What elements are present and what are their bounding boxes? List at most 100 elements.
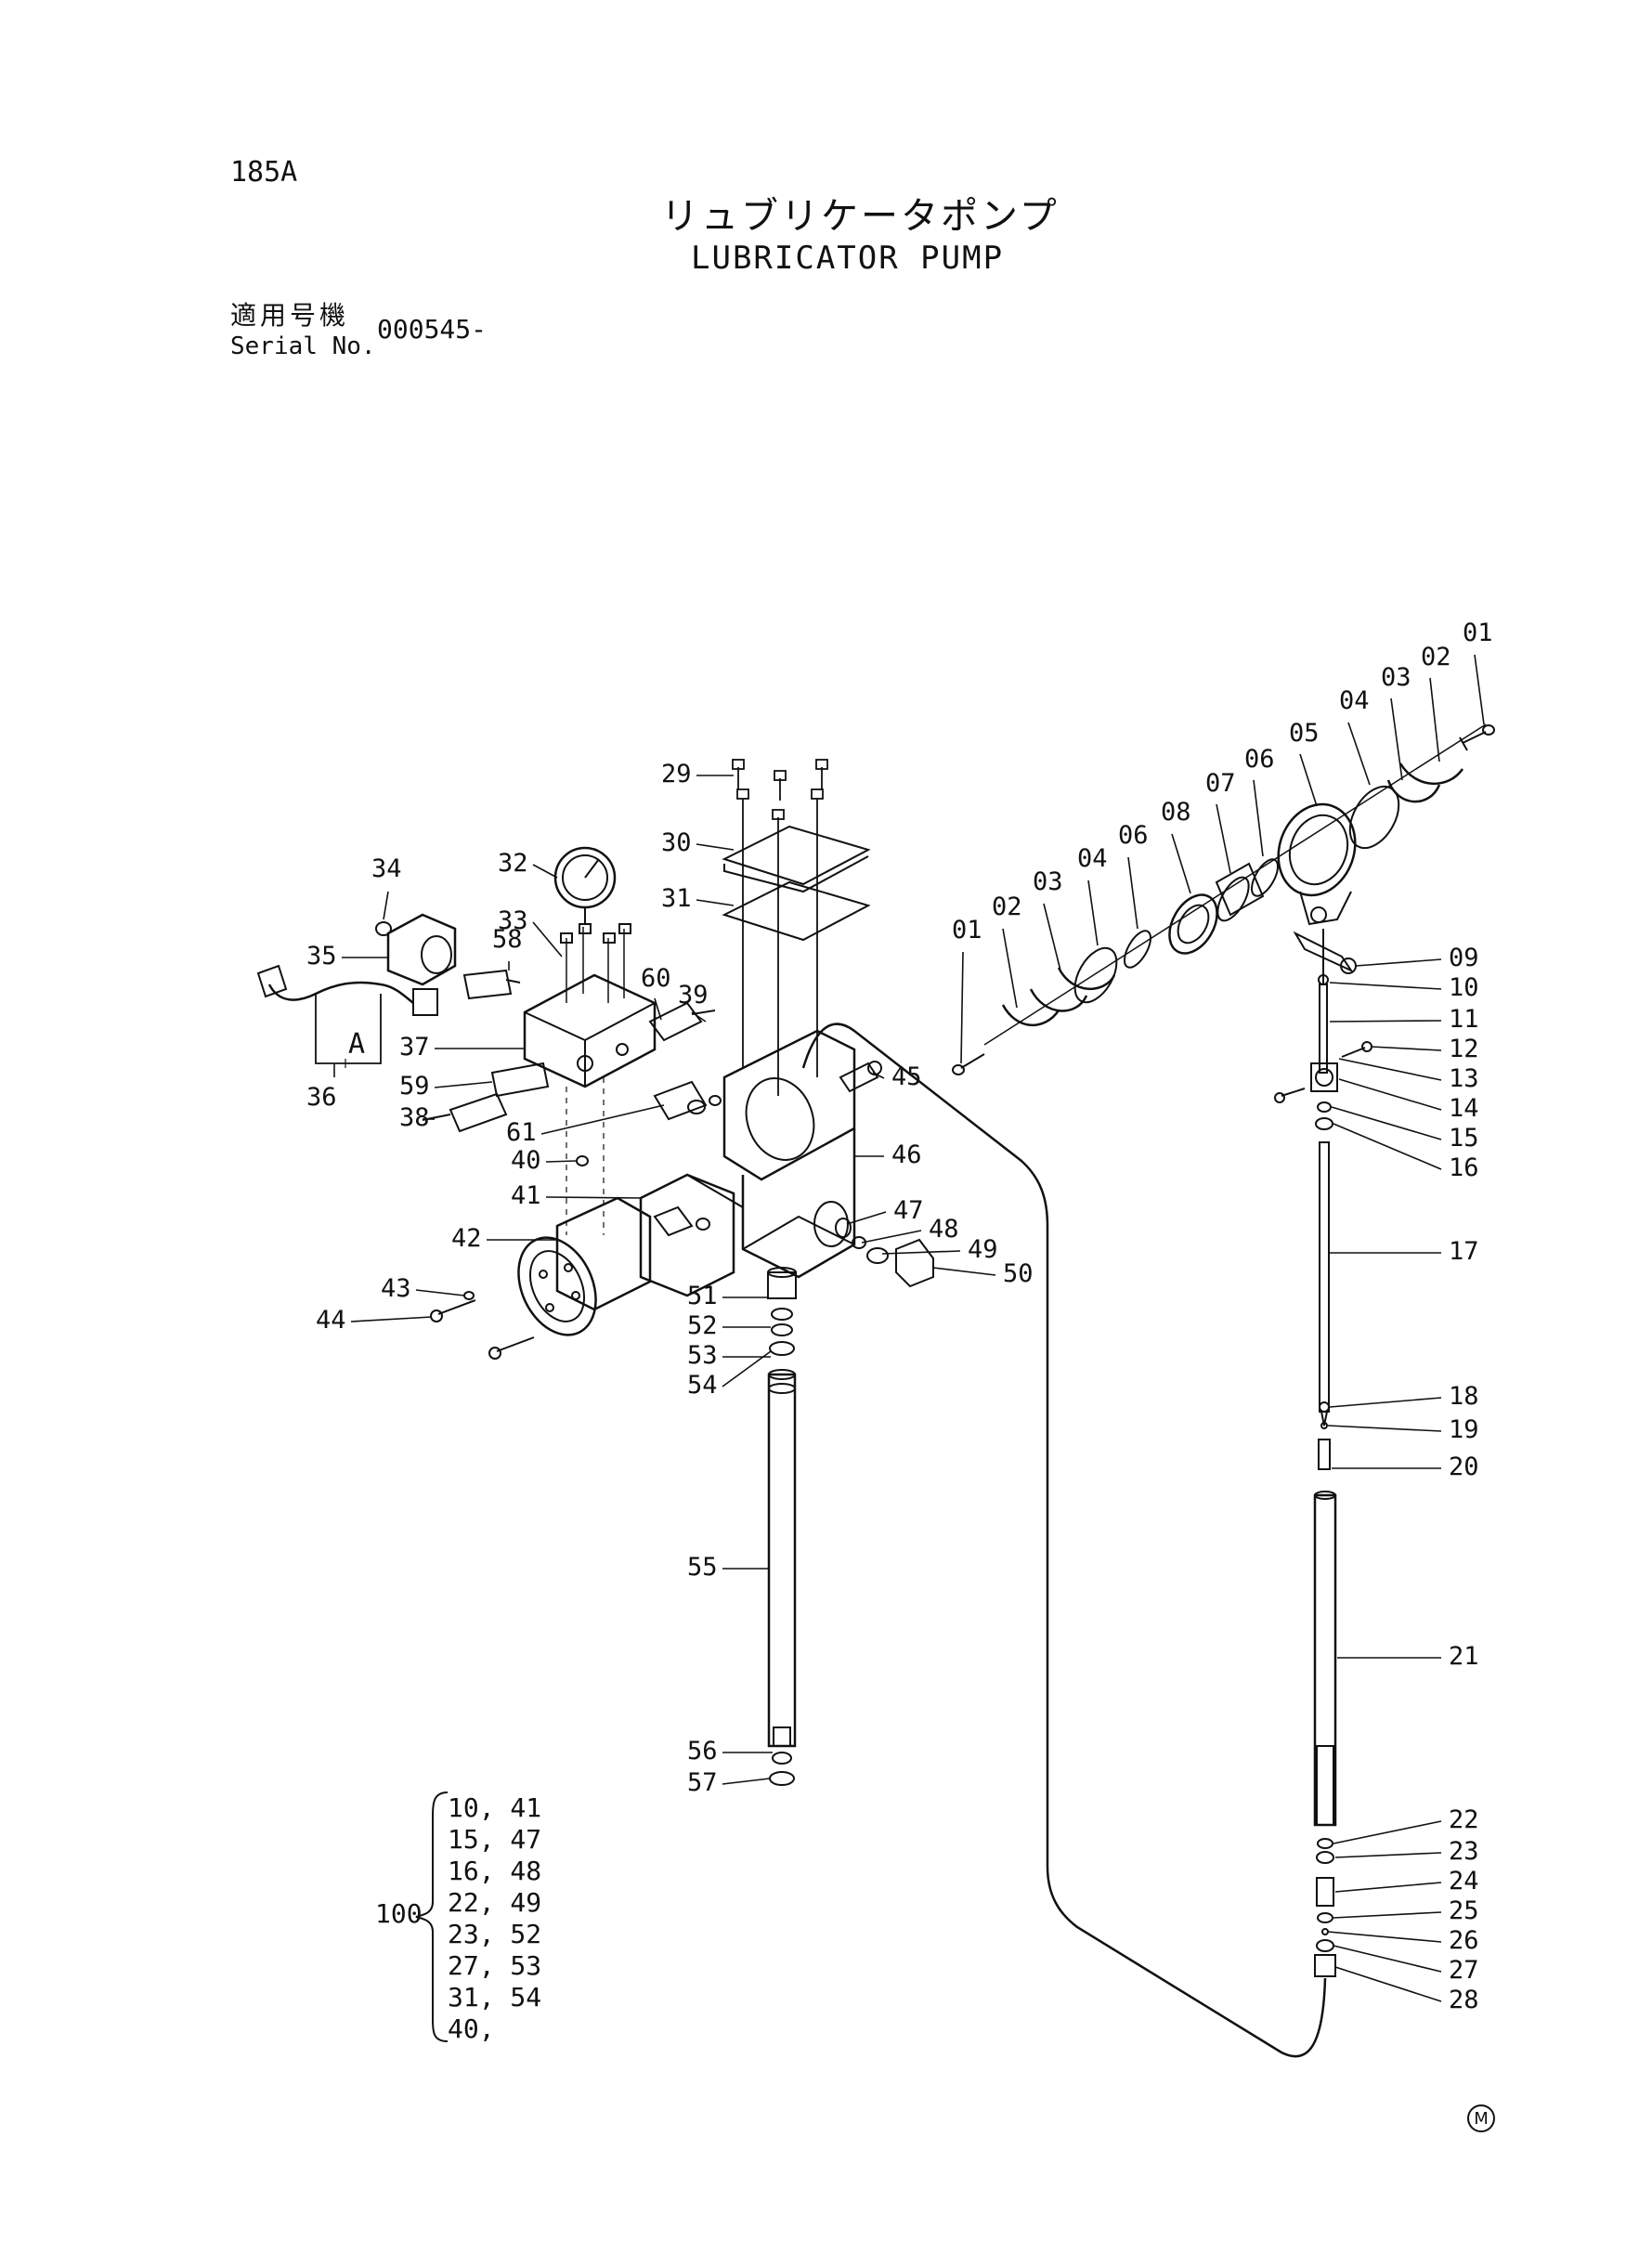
- kit-brace: [415, 1791, 449, 2042]
- callout-labels: 0101020203030404050606070809101112131415…: [306, 619, 1493, 2014]
- callout-leader-03: [1390, 697, 1403, 781]
- callout-leader-43: [415, 1289, 465, 1296]
- valve-block-assembly: [256, 846, 657, 1235]
- callout-label-18: 18: [1449, 1382, 1479, 1411]
- kit-line: 31, 54: [448, 1982, 542, 2013]
- callout-label-35: 35: [306, 942, 337, 971]
- callout-label-25: 25: [1449, 1896, 1479, 1925]
- callout-leader-49: [881, 1250, 961, 1255]
- callout-leaders: [333, 654, 1485, 2002]
- callout-leader-19: [1327, 1425, 1442, 1432]
- callout-leader-61: [540, 1104, 665, 1135]
- callout-leader-04: [1087, 879, 1099, 946]
- callout-leader-27: [1333, 1945, 1442, 1973]
- callout-label-32: 32: [498, 849, 528, 878]
- callout-leader-22: [1333, 1820, 1442, 1844]
- page-code: 185A: [230, 156, 298, 189]
- callout-label-03: 03: [1381, 663, 1411, 692]
- callout-label-10: 10: [1449, 973, 1479, 1002]
- callout-leader-23: [1334, 1852, 1442, 1858]
- callout-leader-08: [1171, 833, 1191, 894]
- callout-leader-50: [932, 1267, 996, 1276]
- callout-leader-57: [722, 1778, 771, 1785]
- kit-line: 15, 47: [448, 1824, 542, 1855]
- callout-label-19: 19: [1449, 1415, 1479, 1444]
- serial-number-value: 000545-: [377, 314, 488, 345]
- callout-label-39: 39: [678, 981, 709, 1010]
- view-label-a: A: [348, 1028, 365, 1061]
- callout-leader-04: [1347, 722, 1371, 786]
- plunger-column: [1274, 929, 1372, 1977]
- callout-label-51: 51: [687, 1282, 718, 1310]
- callout-label-47: 47: [893, 1196, 924, 1225]
- kit-line: 10, 41: [448, 1792, 542, 1823]
- callout-label-02: 02: [1421, 643, 1451, 671]
- callout-label-54: 54: [687, 1371, 718, 1400]
- callout-label-44: 44: [316, 1306, 346, 1335]
- callout-leader-05: [1299, 753, 1318, 807]
- grease-hose: [801, 1023, 1327, 2058]
- callout-leader-40: [545, 1160, 577, 1163]
- callout-leader-45: [872, 1072, 885, 1079]
- callout-label-21: 21: [1449, 1642, 1479, 1671]
- serial-label-english: Serial No.: [230, 332, 376, 360]
- callout-label-41: 41: [511, 1181, 541, 1210]
- callout-label-24: 24: [1449, 1867, 1479, 1896]
- callout-label-03: 03: [1033, 867, 1063, 896]
- callout-label-06: 06: [1118, 821, 1149, 850]
- callout-label-09: 09: [1449, 944, 1479, 972]
- callout-leader-44: [350, 1316, 433, 1322]
- callout-label-60: 60: [641, 964, 671, 993]
- callout-leader-34: [383, 891, 389, 920]
- callout-label-23: 23: [1449, 1837, 1479, 1866]
- callout-label-48: 48: [929, 1215, 959, 1244]
- callout-label-27: 27: [1449, 1956, 1479, 1985]
- callout-leader-41: [545, 1196, 642, 1199]
- callout-label-15: 15: [1449, 1124, 1479, 1153]
- callout-label-40: 40: [511, 1146, 541, 1175]
- lower-tube-assembly: [653, 1205, 934, 1786]
- callout-label-33: 33: [498, 906, 528, 935]
- callout-leader-24: [1334, 1882, 1442, 1893]
- callout-leader-59: [434, 1081, 493, 1088]
- callout-leader-60: [654, 997, 662, 1021]
- callout-label-42: 42: [451, 1224, 482, 1253]
- callout-label-20: 20: [1449, 1453, 1479, 1481]
- callout-leader-16: [1333, 1123, 1442, 1170]
- callout-label-43: 43: [381, 1274, 411, 1303]
- callout-leader-26: [1327, 1931, 1442, 1943]
- callout-label-12: 12: [1449, 1035, 1479, 1063]
- kit-line: 40,: [448, 2013, 495, 2044]
- callout-label-28: 28: [1449, 1986, 1479, 2014]
- distribution-bar-assembly: [952, 723, 1495, 1075]
- callout-leader-48: [861, 1230, 922, 1244]
- callout-leader-31: [696, 899, 735, 906]
- callout-label-08: 08: [1161, 798, 1191, 827]
- kit-number: 100: [375, 1898, 423, 1929]
- title-japanese: リュブリケータポンプ: [661, 195, 1060, 238]
- callout-label-31: 31: [661, 884, 692, 913]
- callout-label-34: 34: [371, 854, 402, 883]
- callout-leader-15: [1331, 1106, 1442, 1140]
- callout-label-29: 29: [661, 760, 692, 788]
- callout-leader-25: [1333, 1911, 1442, 1919]
- registered-mark: M: [1467, 2104, 1495, 2132]
- callout-leader-01: [1474, 654, 1485, 725]
- callout-leader-10: [1329, 982, 1442, 990]
- view-a-bracket: [315, 994, 382, 1068]
- callout-label-13: 13: [1449, 1064, 1479, 1093]
- callout-label-49: 49: [968, 1235, 998, 1264]
- kit-line: 27, 53: [448, 1950, 542, 1981]
- callout-leader-33: [532, 921, 563, 958]
- callout-leader-02: [1002, 928, 1018, 1009]
- callout-label-04: 04: [1077, 844, 1108, 873]
- callout-label-57: 57: [687, 1768, 718, 1797]
- callout-label-14: 14: [1449, 1094, 1479, 1123]
- callout-label-36: 36: [306, 1083, 337, 1112]
- callout-label-02: 02: [992, 892, 1022, 921]
- callout-leader-01: [960, 951, 964, 1064]
- callout-leader-28: [1334, 1966, 1442, 2002]
